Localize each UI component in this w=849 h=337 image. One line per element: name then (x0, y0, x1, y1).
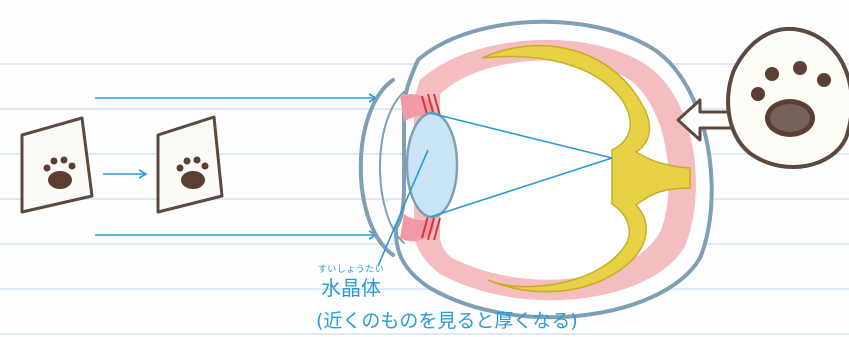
paw-card-left-icon (20, 116, 94, 214)
cornea (358, 78, 395, 257)
lens-label: 水晶体 (321, 276, 381, 300)
crystalline-lens (405, 111, 459, 219)
eyeball (393, 19, 714, 320)
zonule-fibers (421, 93, 441, 241)
paw-bubble-icon (726, 26, 849, 169)
lens-reading: すいしょうたい (317, 265, 385, 275)
lens-pointer-line (377, 149, 429, 267)
lens-note: (近くのものを見ると厚くなる) (316, 310, 578, 332)
iris-bottom (400, 214, 434, 242)
refracted-ray-bottom (429, 157, 613, 218)
paw-card-middle-icon (156, 115, 224, 214)
refracted-ray-top (429, 112, 613, 159)
